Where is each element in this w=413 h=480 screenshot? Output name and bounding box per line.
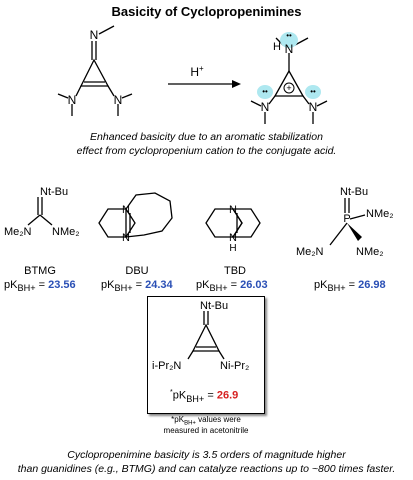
product-left-lone-pair: •• — [262, 87, 268, 96]
pk-btmg: pKBH+ = 23.56 — [4, 279, 76, 294]
btmg-left-atom: Me₂N — [4, 226, 32, 238]
featured-structure: Nt-Bu i-Pr₂N Ni-Pr₂ — [152, 300, 249, 372]
footnote-line-1: *pKBH+ values were — [171, 415, 241, 427]
phosphazene-p: P — [343, 213, 350, 225]
phosphazene-left-atom: Me₂N — [296, 246, 324, 258]
pk-value-dbu: 24.34 — [145, 279, 173, 291]
tbd-n1: N — [229, 204, 237, 216]
reactant-right-n: N — [114, 93, 123, 107]
featured-compound-box: Nt-Bu i-Pr₂N Ni-Pr₂ *pKBH+ = 26.9 — [147, 296, 265, 414]
pk-value-btmg: 23.56 — [48, 279, 76, 291]
compound-name-dbu: DBU — [125, 265, 149, 277]
conclusion-line-2: than guanidines (e.g., BTMG) and can cat… — [17, 463, 396, 475]
tbd-n2: N — [229, 232, 237, 244]
product-top-lone-pair: •• — [286, 31, 292, 40]
reactant-left-n: N — [68, 93, 77, 107]
product-h: H — [273, 41, 281, 53]
btmg-top-atom: Nt-Bu — [40, 186, 68, 198]
arrow-label: H+ — [190, 64, 204, 79]
compound-name-tbd: TBD — [224, 265, 246, 277]
page-title: Basicity of Cyclopropenimines — [111, 4, 302, 19]
product-right-n: N — [309, 100, 318, 114]
pk-featured: *pKBH+ = 26.9 — [170, 389, 239, 404]
tbd-nh: H — [229, 243, 236, 254]
product-left-n: N — [261, 100, 270, 114]
reactant-imine-n: N — [90, 28, 99, 42]
pk-phosphazene: pKBH+ = 26.98 — [314, 279, 386, 294]
pk-value-tbd: 26.03 — [240, 279, 268, 291]
pk-dbu: pKBH+ = 24.34 — [101, 279, 173, 294]
product-top-n: N — [285, 42, 294, 56]
phosphazene-top-atom: Nt-Bu — [340, 186, 368, 198]
pk-tbd: pKBH+ = 26.03 — [196, 279, 268, 294]
footnote-line-2: measured in acetonitrile — [163, 426, 249, 435]
featured-top-atom: Nt-Bu — [200, 300, 228, 312]
product-right-lone-pair: •• — [310, 87, 316, 96]
compound-structures: Nt-Bu Me₂N NMe₂ N N N N H Nt-Bu P NMe₂ M… — [4, 186, 394, 258]
phosphazene-bottom-atom: NMe₂ — [356, 246, 384, 258]
caption-line-2: effect from cyclopropenium cation to the… — [76, 145, 337, 157]
reaction-scheme: N N N H+ H N N N + •• •• •• — [57, 25, 328, 124]
caption-line-1: Enhanced basicity due to an aromatic sta… — [90, 131, 323, 143]
phosphazene-right-atom: NMe₂ — [366, 208, 394, 220]
product-charge: + — [286, 83, 291, 93]
featured-right-atom: Ni-Pr₂ — [220, 360, 249, 372]
btmg-right-atom: NMe₂ — [52, 226, 80, 238]
conclusion-line-1: Cyclopropenimine basicity is 3.5 orders … — [67, 449, 346, 461]
dbu-n1: N — [122, 232, 130, 244]
compound-name-btmg: BTMG — [24, 265, 56, 277]
featured-left-atom: i-Pr₂N — [152, 360, 181, 372]
pk-value-featured: 26.9 — [216, 389, 239, 402]
pk-value-phosphazene: 26.98 — [358, 279, 386, 291]
dbu-n2: N — [122, 204, 130, 216]
